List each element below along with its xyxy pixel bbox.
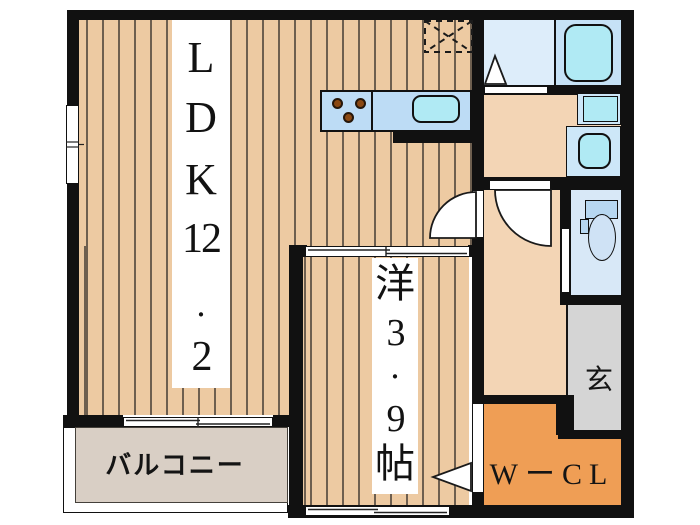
wall-closet-stub <box>472 493 484 505</box>
outer-wall-right <box>621 10 634 518</box>
stove-burner-1 <box>332 98 343 109</box>
ldk-num-12: 12 <box>182 216 222 262</box>
wall-genkan-stub <box>556 395 574 435</box>
washbasin-bowl <box>578 133 611 169</box>
ldk-char-k: K <box>185 155 217 204</box>
walk-in-closet-floor-left <box>484 404 558 505</box>
wall-genkan-bottom <box>558 430 621 439</box>
outer-wall-top <box>67 10 633 20</box>
ldk-num-2: 2 <box>191 334 213 380</box>
window-western-bottom <box>305 506 450 516</box>
wall-ldk-bottom-right <box>273 415 289 427</box>
western-char-yo: 洋 <box>375 261 415 306</box>
stove-burner-2 <box>355 98 366 109</box>
sliding-door-washroom-bath <box>484 86 548 94</box>
ldk-dot: ・ <box>191 305 211 327</box>
wall-closet-top <box>472 395 558 404</box>
washing-machine <box>583 96 618 122</box>
door-washroom-hall-leaf <box>489 180 551 190</box>
door-hall-ldk-leaf <box>472 190 484 238</box>
door-toilet <box>561 228 570 293</box>
wall-kitchen-bath <box>472 20 484 190</box>
walk-in-closet-floor-right <box>558 439 621 505</box>
bathtub <box>564 24 613 82</box>
entrance-genkan-floor <box>566 303 621 430</box>
kitchen-sink <box>412 95 460 123</box>
balcony-floor <box>75 427 288 503</box>
entrance-label: 玄 <box>584 365 613 396</box>
stove-burner-3 <box>343 112 354 123</box>
kitchen-counter-divider <box>371 90 373 132</box>
sliding-door-ldk-western <box>305 246 470 257</box>
wall-western-top-right <box>468 245 484 257</box>
walk-in-closet-label: WーCL <box>489 458 615 491</box>
outer-wall-left <box>67 10 79 427</box>
western-dot: ・ <box>385 367 405 389</box>
western-num-3: 3 <box>386 312 406 354</box>
ldk-char-d: D <box>185 93 217 142</box>
western-char-jo: 帖 <box>375 441 415 486</box>
wall-bath-washroom <box>472 85 633 95</box>
window-ldk-balcony <box>123 417 273 427</box>
wall-toilet-bottom <box>560 295 633 305</box>
bathroom-floor <box>484 20 554 85</box>
wall-western-top-stub <box>289 245 307 257</box>
wall-under-counter <box>393 132 472 143</box>
balcony-label: バルコニー <box>105 450 245 481</box>
western-room-label-band: 洋 3 ・ 9 帖 <box>372 258 418 494</box>
wall-ldk-bottom-left <box>63 415 123 427</box>
toilet-bowl <box>588 214 616 261</box>
wall-western-left <box>289 245 303 512</box>
western-num-9: 9 <box>386 398 406 440</box>
ldk-label-band: L D K 12 ・ 2 <box>172 20 230 388</box>
window-ldk-left <box>66 105 79 184</box>
ldk-char-l: L <box>187 33 215 82</box>
hall-floor <box>482 190 566 395</box>
opening-western-closet <box>472 403 484 493</box>
wall-hall-ldk <box>472 238 484 403</box>
